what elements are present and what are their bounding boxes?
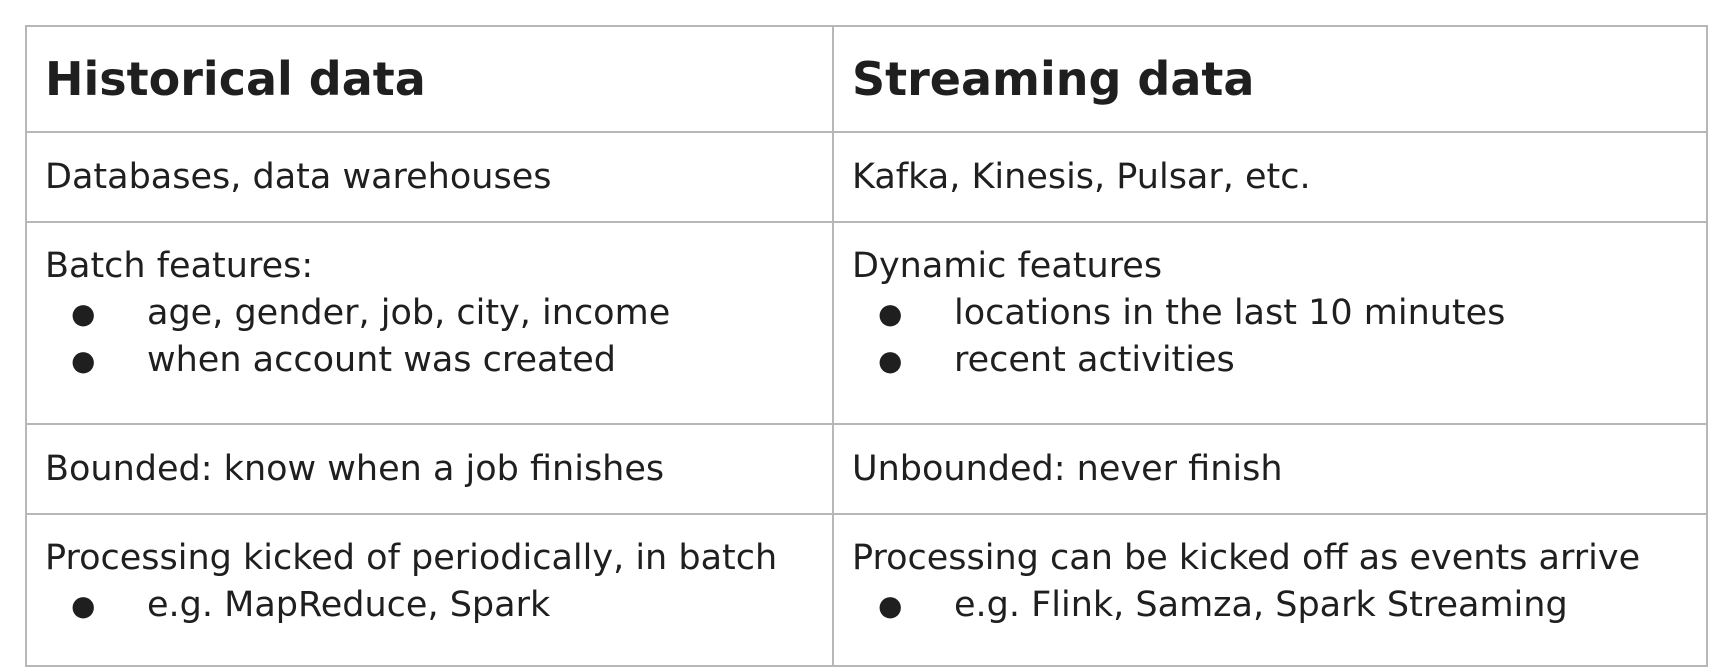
table-row: Bounded: know when a job finishes Unboun… bbox=[25, 423, 1708, 515]
bullet-list: ● e.g. Flink, Samza, Spark Streaming bbox=[852, 582, 1688, 629]
bullet-icon: ● bbox=[878, 344, 903, 377]
list-item: ● e.g. Flink, Samza, Spark Streaming bbox=[852, 582, 1688, 629]
list-item: ● e.g. MapReduce, Spark bbox=[45, 582, 814, 629]
cell-text: Processing can be kicked off as events a… bbox=[852, 538, 1641, 578]
list-item-text: age, gender, job, city, income bbox=[147, 293, 671, 333]
list-item-text: when account was created bbox=[147, 340, 616, 380]
cell-streaming-features: Dynamic features ● locations in the last… bbox=[832, 221, 1708, 425]
cell-historical-bounded: Bounded: know when a job finishes bbox=[25, 423, 834, 515]
cell-historical-sources: Databases, data warehouses bbox=[25, 131, 834, 223]
cell-text: Bounded: know when a job finishes bbox=[45, 448, 665, 489]
list-item: ● locations in the last 10 minutes bbox=[852, 290, 1688, 337]
list-item: ● when account was created bbox=[45, 337, 814, 384]
cell-text: Dynamic features bbox=[852, 246, 1163, 286]
bullet-icon: ● bbox=[71, 297, 96, 330]
cell-text: Databases, data warehouses bbox=[45, 156, 552, 197]
bullet-list: ● e.g. MapReduce, Spark bbox=[45, 582, 814, 629]
cell-streaming-processing: Processing can be kicked off as events a… bbox=[832, 513, 1708, 667]
bullet-icon: ● bbox=[878, 589, 903, 622]
comparison-table: Historical data Streaming data Databases… bbox=[25, 25, 1708, 667]
list-item-text: recent activities bbox=[954, 340, 1235, 380]
cell-historical-features: Batch features: ● age, gender, job, city… bbox=[25, 221, 834, 425]
cell-historical-processing: Processing kicked of periodically, in ba… bbox=[25, 513, 834, 667]
cell-text: Processing kicked of periodically, in ba… bbox=[45, 538, 778, 578]
table-row: Batch features: ● age, gender, job, city… bbox=[25, 221, 1708, 425]
header-streaming: Streaming data bbox=[832, 25, 1708, 133]
cell-streaming-sources: Kafka, Kinesis, Pulsar, etc. bbox=[832, 131, 1708, 223]
table-row: Databases, data warehouses Kafka, Kinesi… bbox=[25, 131, 1708, 223]
table-row: Processing kicked of periodically, in ba… bbox=[25, 513, 1708, 667]
header-row: Historical data Streaming data bbox=[25, 25, 1708, 133]
bullet-list: ● age, gender, job, city, income ● when … bbox=[45, 290, 814, 384]
list-item-text: e.g. Flink, Samza, Spark Streaming bbox=[954, 585, 1568, 625]
bullet-icon: ● bbox=[71, 589, 96, 622]
bullet-icon: ● bbox=[878, 297, 903, 330]
list-item: ● recent activities bbox=[852, 337, 1688, 384]
cell-text: Kafka, Kinesis, Pulsar, etc. bbox=[852, 156, 1311, 197]
list-item-text: e.g. MapReduce, Spark bbox=[147, 585, 551, 625]
cell-streaming-unbounded: Unbounded: never finish bbox=[832, 423, 1708, 515]
bullet-list: ● locations in the last 10 minutes ● rec… bbox=[852, 290, 1688, 384]
cell-text: Batch features: bbox=[45, 246, 314, 286]
header-historical: Historical data bbox=[25, 25, 834, 133]
list-item: ● age, gender, job, city, income bbox=[45, 290, 814, 337]
list-item-text: locations in the last 10 minutes bbox=[954, 293, 1506, 333]
cell-text: Unbounded: never finish bbox=[852, 448, 1283, 489]
bullet-icon: ● bbox=[71, 344, 96, 377]
